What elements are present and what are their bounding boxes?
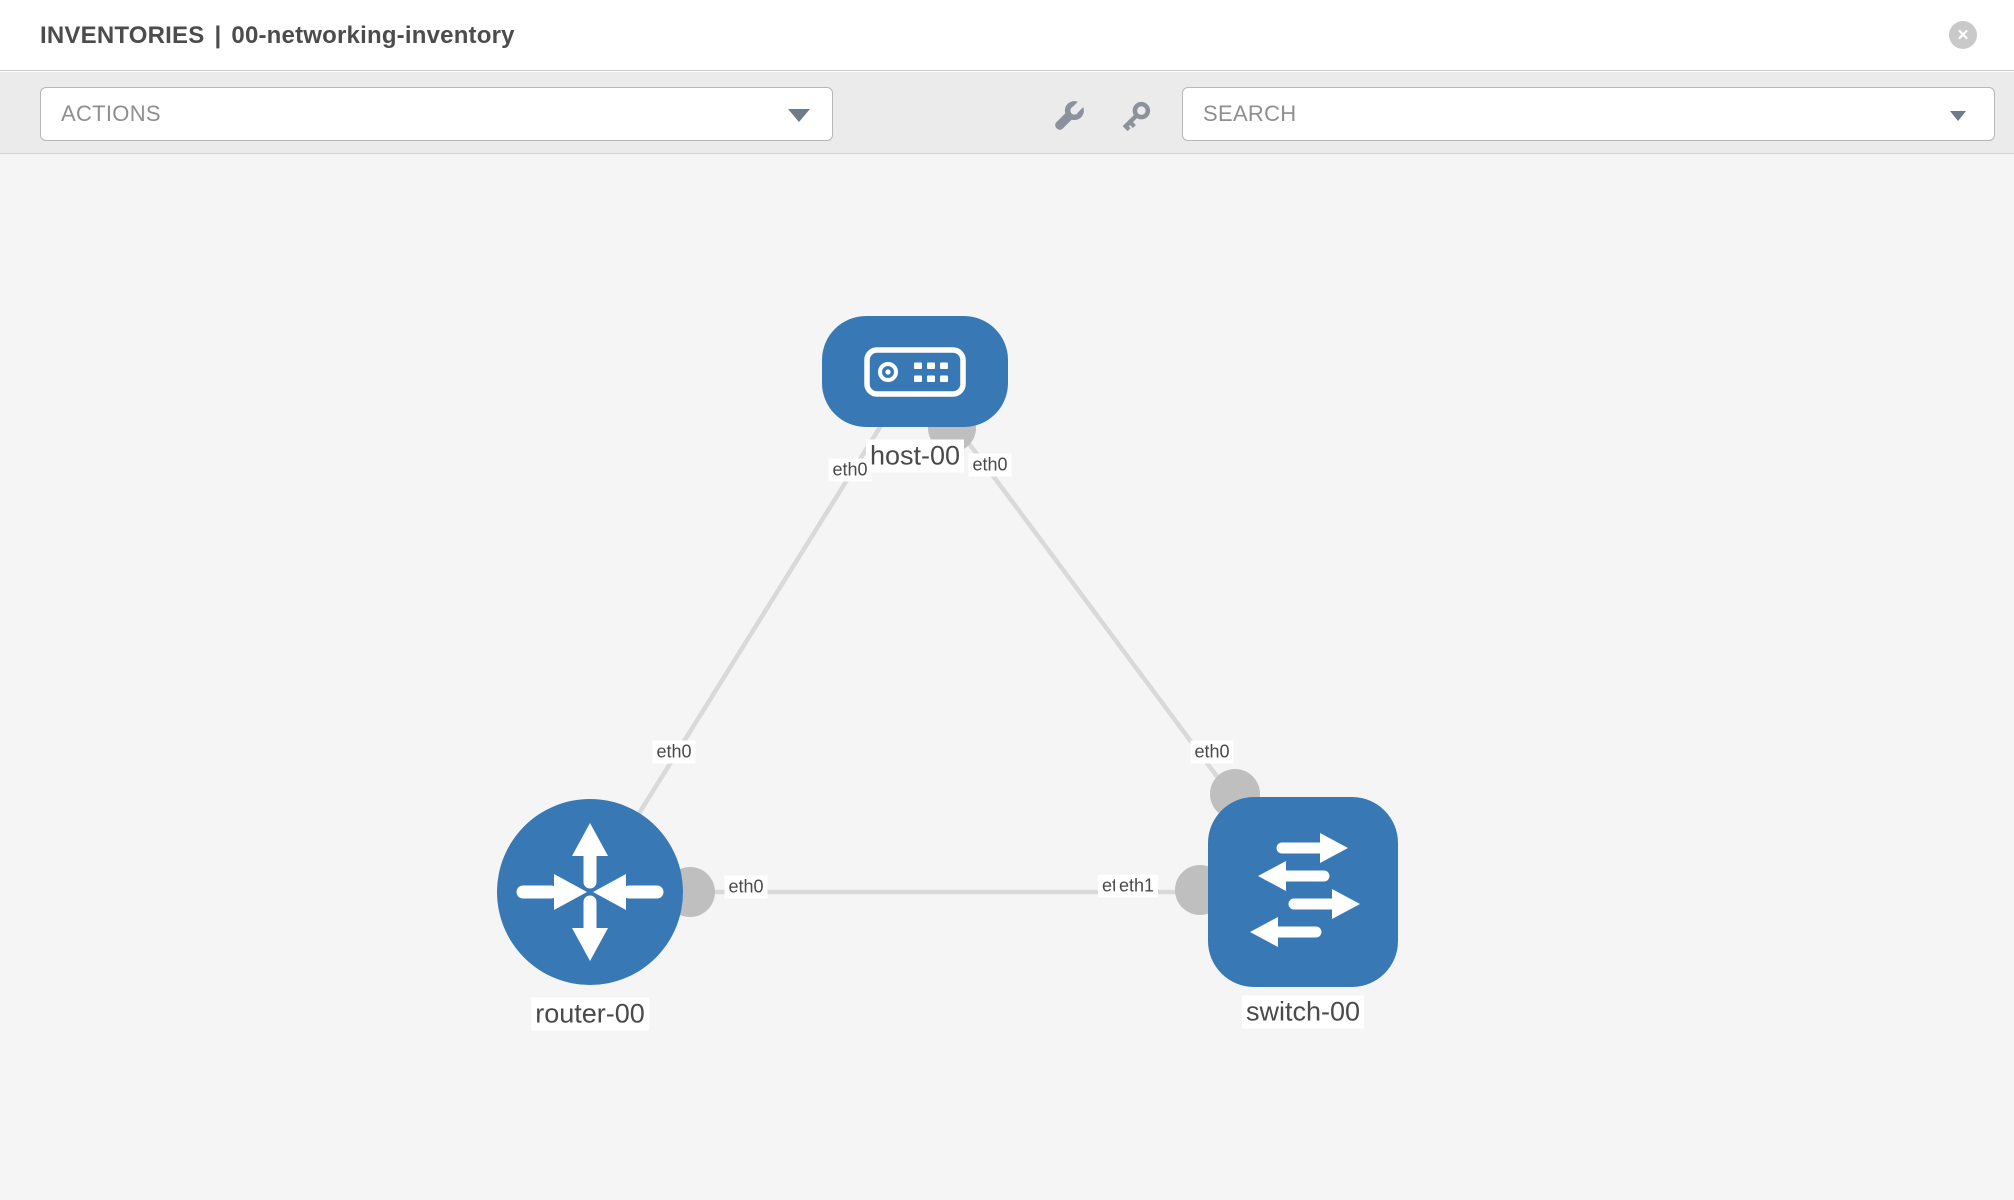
wrench-icon [1055, 100, 1085, 130]
interface-label: eth0 [968, 453, 1012, 477]
host-icon [864, 347, 966, 397]
interface-label: eth0 [828, 458, 872, 482]
search-dropdown[interactable]: SEARCH [1182, 87, 1995, 141]
interface-label: eth0 [724, 875, 768, 899]
breadcrumb-section: INVENTORIES [40, 21, 205, 49]
close-button[interactable]: ✕ [1949, 21, 1977, 49]
router-icon [516, 823, 664, 961]
adhoc-command-button[interactable] [1050, 99, 1086, 135]
topology-canvas[interactable]: host-00 router-00 switch-00 eth0 eth0 et… [0, 154, 2014, 1200]
node-router-00[interactable] [497, 799, 683, 985]
node-label-router: router-00 [531, 997, 649, 1031]
interface-label: eth1 [1115, 874, 1159, 898]
interface-label: eth0 [1190, 740, 1234, 764]
toolbar: ACTIONS SEARCH [0, 72, 2014, 154]
credentials-button[interactable] [1117, 99, 1153, 135]
chevron-down-icon [788, 109, 810, 122]
header: INVENTORIES | 00-networking-inventory ✕ [0, 0, 2014, 71]
key-icon [1122, 101, 1151, 132]
node-label-host: host-00 [865, 439, 965, 473]
node-host-00[interactable] [822, 316, 1008, 427]
chevron-down-icon [1950, 111, 1966, 121]
search-dropdown-label: SEARCH [1203, 101, 1297, 126]
actions-dropdown-label: ACTIONS [61, 101, 161, 126]
inventory-name: 00-networking-inventory [231, 21, 515, 49]
page-title: INVENTORIES | 00-networking-inventory [40, 0, 515, 71]
interface-label: eth0 [652, 740, 696, 764]
switch-icon [1250, 833, 1360, 947]
close-icon: ✕ [1956, 26, 1970, 44]
link-host-router[interactable] [588, 369, 917, 894]
node-switch-00[interactable] [1208, 797, 1398, 987]
actions-dropdown[interactable]: ACTIONS [40, 87, 833, 141]
breadcrumb-separator: | [214, 21, 222, 49]
node-label-switch: switch-00 [1241, 995, 1365, 1029]
